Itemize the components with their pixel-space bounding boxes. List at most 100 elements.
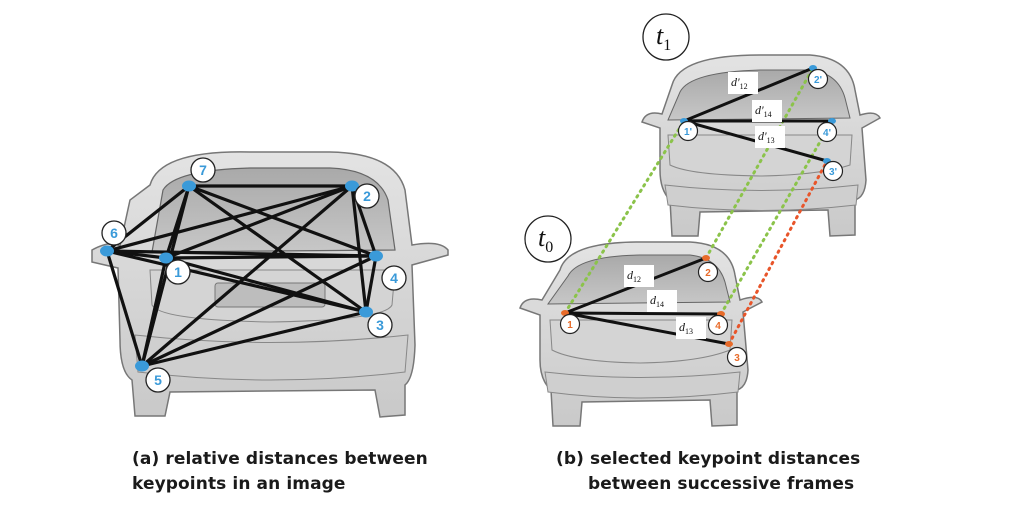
keypoint-label-badge: [101, 220, 127, 246]
distance-label-bg: [647, 290, 677, 312]
distance-line-3-7: [187, 184, 368, 314]
keypoint-6: 6: [100, 220, 127, 257]
distance-line-3-6: [105, 249, 368, 314]
keypoint-label: 1: [567, 320, 573, 331]
distance-label-bg: [728, 72, 758, 94]
keypoint-label-badge: [807, 68, 829, 90]
distance-label-bg: [624, 265, 654, 287]
distance-label-text: d14: [650, 293, 664, 309]
keypoint-label: 5: [154, 372, 162, 388]
distance-line-4-6: [105, 249, 378, 258]
t0-keypoint-4: 4: [707, 311, 729, 336]
distance-label-bg: [676, 317, 706, 339]
keypoint-label-badge: [707, 314, 729, 336]
keypoint-dot: [159, 252, 173, 264]
keypoint-dot: [359, 306, 373, 318]
caption-b: (b) selected keypoint distances between …: [556, 447, 860, 497]
keypoint-label: 4: [715, 321, 721, 332]
keypoint-label-badge: [677, 120, 699, 142]
keypoint-1: 1: [159, 252, 191, 285]
correspondence-link-1: [563, 119, 686, 315]
distance-label-text: d'12: [731, 75, 748, 91]
keypoint-dot: [182, 180, 196, 192]
distance-line-3-4: [364, 254, 378, 314]
t1-distance-label-14: d'14: [752, 100, 782, 122]
distance-line-5-6: [105, 249, 144, 368]
distance-label-text: d12: [627, 268, 641, 284]
distance-label-bg: [752, 100, 782, 122]
keypoint-label-badge: [354, 183, 380, 209]
caption-b-line1: (b) selected keypoint distances: [556, 449, 861, 469]
distance-line-5-7: [140, 184, 191, 368]
caption-a: (a) relative distances between keypoints…: [132, 447, 428, 497]
keypoint-dot: [135, 360, 149, 372]
t0-distance-line-1: [563, 311, 723, 316]
distance-labels-b: d'12 d'14 d'13 d12 d14 d13: [624, 72, 785, 339]
keypoint-dot: [725, 341, 733, 347]
frame-correspondence-links: [563, 66, 834, 346]
keypoint-label-badge: [145, 367, 171, 393]
t0-distance-label-13: d13: [676, 317, 706, 339]
t1-keypoint-4p: 4': [816, 118, 838, 143]
keypoint-label: 1': [684, 127, 692, 138]
distance-label-text: d13: [679, 320, 693, 336]
keypoint-label: 6: [110, 225, 118, 241]
keypoint-distance-lines-a: [105, 184, 378, 368]
keypoint-label: 3: [376, 317, 384, 333]
keypoint-label-badge: [165, 259, 191, 285]
time-label-t0: t0: [524, 215, 572, 263]
keypoint-label: 1: [174, 264, 182, 280]
keypoint-label: 4: [390, 270, 398, 286]
keypoint-dot: [369, 250, 383, 262]
caption-a-line1: (a) relative distances between: [132, 449, 428, 469]
keypoint-dot: [100, 245, 114, 257]
keypoint-label: 2': [814, 75, 822, 86]
keypoint-7: 7: [182, 157, 216, 192]
keypoint-label-badge: [190, 157, 216, 183]
keypoints-b: 1' 2' 3' 4' 1 2 3 4: [559, 65, 844, 368]
keypoint-label-badge: [822, 160, 844, 182]
keypoint-label-badge: [559, 313, 581, 335]
distance-line-4-7: [187, 184, 378, 258]
caption-b-line2: between successive frames: [588, 474, 855, 494]
keypoint-4: 4: [369, 250, 407, 291]
distance-line-4-5: [140, 254, 378, 368]
keypoint-dot: [345, 180, 359, 192]
t0-keypoint-2: 2: [697, 255, 719, 283]
caption-a-line2: keypoints in an image: [132, 474, 346, 494]
t1-keypoint-1p: 1': [677, 118, 699, 142]
distance-line-2-6: [105, 184, 354, 253]
keypoint-label-badge: [726, 346, 748, 368]
keypoint-label-badge: [697, 261, 719, 283]
keypoint-label: 4': [823, 128, 831, 139]
distance-line-3-5: [140, 310, 368, 368]
keypoints-a: 1 2 3 4 5 6 7: [100, 157, 407, 393]
keypoint-label-badge: [381, 265, 407, 291]
keypoint-dot: [702, 255, 710, 261]
keypoint-3: 3: [359, 306, 393, 338]
time-label-t1: t1: [642, 13, 690, 61]
svg-text:t1: t1: [656, 21, 671, 54]
t0-distance-label-14: d14: [647, 290, 677, 312]
distance-line-1-2: [164, 184, 354, 260]
t1-distance-line-0: [682, 66, 815, 123]
keypoint-2: 2: [345, 180, 380, 209]
t1-keypoint-2p: 2': [807, 65, 829, 90]
keypoint-label: 3': [829, 167, 837, 178]
keypoint-label: 2: [705, 268, 711, 279]
correspondence-link-2: [704, 66, 815, 260]
svg-text:t0: t0: [538, 223, 553, 256]
distance-label-text: d'14: [755, 103, 772, 119]
t0-keypoint-3: 3: [725, 341, 748, 368]
t1-distance-label-12: d'12: [728, 72, 758, 94]
t0-distance-label-12: d12: [624, 265, 654, 287]
keypoint-label: 3: [734, 353, 740, 364]
distance-label-text: d'13: [758, 129, 775, 145]
distance-label-bg: [755, 126, 785, 148]
t1-keypoint-3p: 3': [822, 158, 844, 182]
correspondence-link-3: [727, 159, 829, 346]
keypoint-5: 5: [135, 360, 171, 393]
keypoint-label-badge: [816, 121, 838, 143]
keypoint-label: 7: [199, 162, 207, 178]
